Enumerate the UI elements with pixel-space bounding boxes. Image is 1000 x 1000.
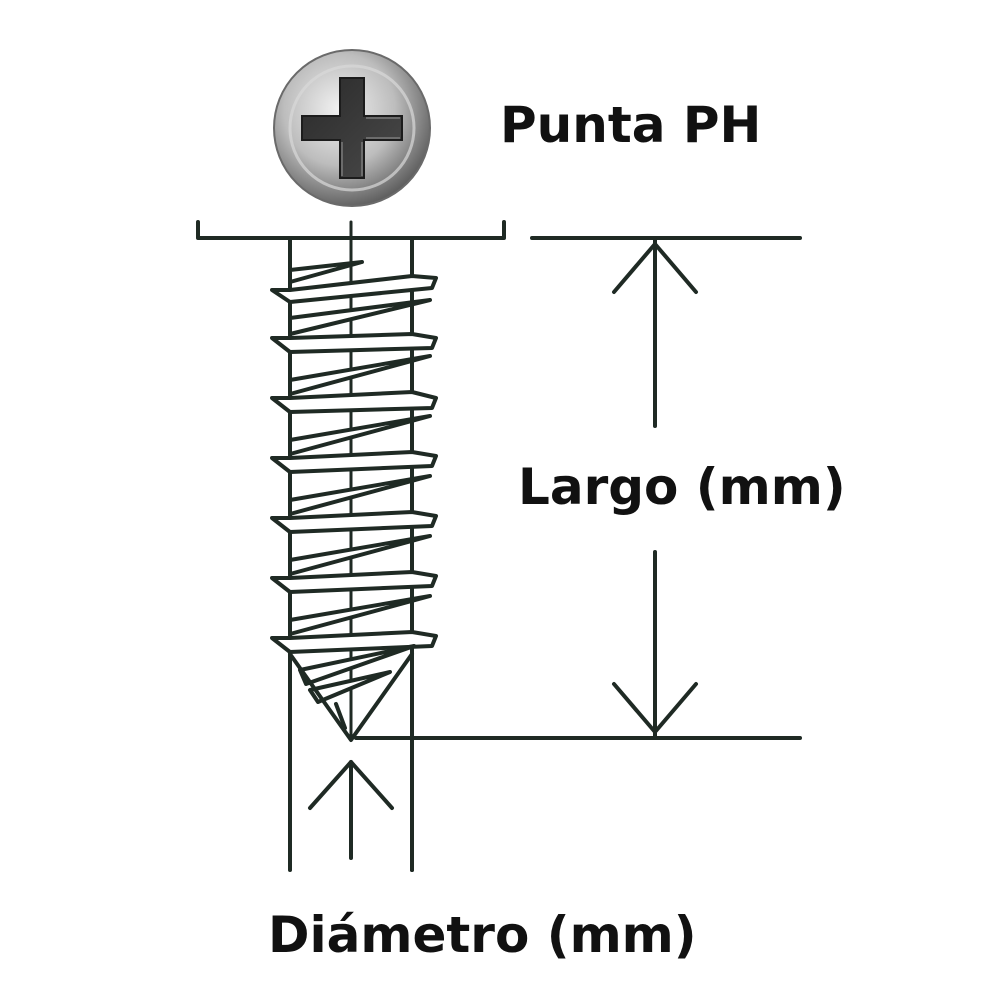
diameter-dimension xyxy=(349,752,414,872)
diameter-arrow-up-icon xyxy=(308,760,394,810)
length-arrow-down-icon xyxy=(612,682,698,734)
length-dimension xyxy=(354,236,802,740)
length-arrow-up-icon xyxy=(612,242,698,294)
length-label: Largo (mm) xyxy=(518,458,846,516)
screw-tip xyxy=(288,652,414,742)
phillips-screw-head-icon xyxy=(273,49,431,207)
head-type-label: Punta PH xyxy=(500,96,762,154)
screw-threads xyxy=(270,260,438,704)
diameter-label: Diámetro (mm) xyxy=(268,906,697,964)
